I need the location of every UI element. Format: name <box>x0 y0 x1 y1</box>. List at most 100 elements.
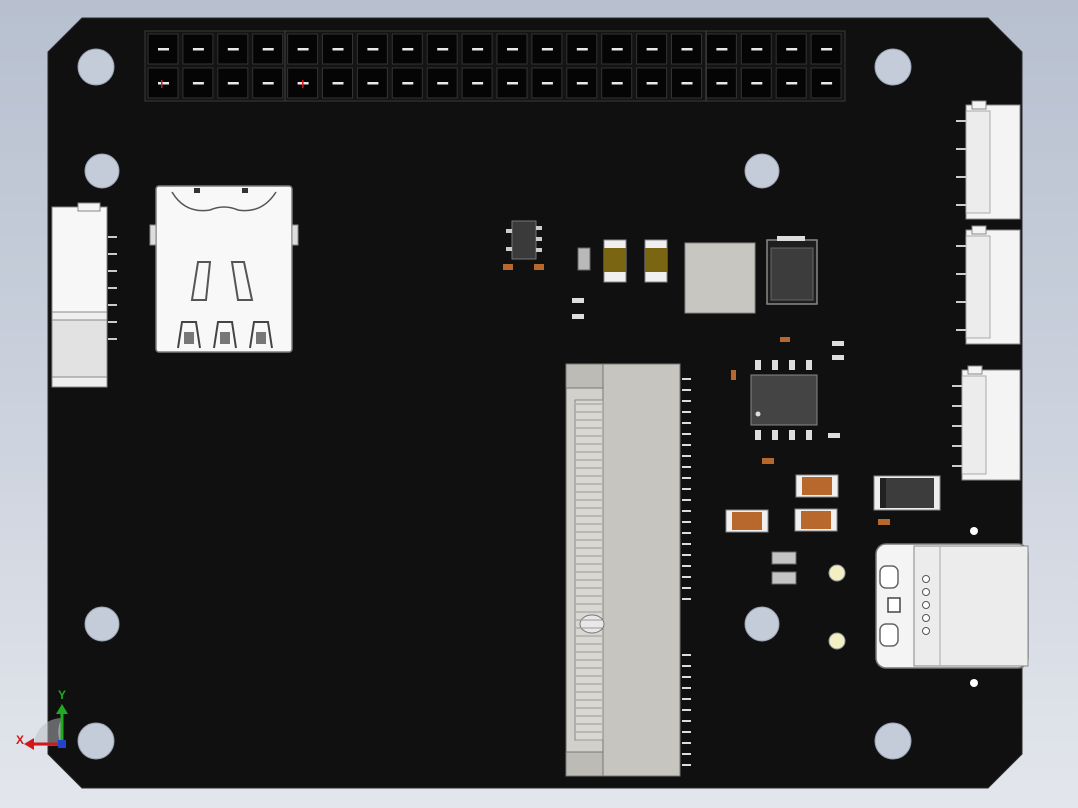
gpio-pin <box>821 48 833 51</box>
chip-pin <box>772 430 778 440</box>
side-connector-left <box>51 202 117 388</box>
gpio-pin <box>437 82 449 85</box>
mounting-hole <box>744 606 780 642</box>
usb-c-contact <box>922 601 930 609</box>
passive-components <box>572 236 844 360</box>
jst-pin <box>956 329 966 331</box>
sim-card-slot <box>149 185 299 353</box>
mpcie-pin <box>682 411 691 413</box>
mpcie-pin <box>682 742 691 744</box>
z-axis-marker <box>58 740 66 748</box>
mpcie-pin <box>682 731 691 733</box>
gpio-pin <box>646 48 658 51</box>
gpio-pin <box>716 48 728 51</box>
mounting-hole <box>77 722 115 760</box>
pcb-board <box>47 17 1023 789</box>
mpcie-pin <box>682 654 691 656</box>
chip-pin <box>755 360 761 370</box>
gpio-pin <box>332 48 344 51</box>
coordinate-triad <box>24 704 68 750</box>
mpcie-pin <box>682 378 691 380</box>
mounting-hole <box>84 606 120 642</box>
usb-type-c-port <box>875 527 1029 687</box>
sim-finger <box>177 321 201 349</box>
gpio-pin <box>262 48 274 51</box>
connector-pin <box>108 270 117 272</box>
gpio-pin <box>611 82 623 85</box>
mpcie-pin <box>682 433 691 435</box>
gpio-pin <box>192 48 204 51</box>
gpio-pin <box>716 82 728 85</box>
gpio-pin-socket <box>391 33 423 65</box>
mpcie-pin <box>682 521 691 523</box>
jst-connector-lip <box>965 110 991 214</box>
gpio-header <box>144 30 846 102</box>
usb-c-contact <box>922 614 930 622</box>
mpcie-pin <box>682 499 691 501</box>
jst-connector-latch <box>967 365 983 375</box>
usb-c-contact <box>922 575 930 583</box>
connector-pin <box>108 253 117 255</box>
mpcie-contacts <box>576 378 691 766</box>
gpio-pin <box>472 48 484 51</box>
mpcie-pin <box>682 488 691 490</box>
mounting-holes <box>77 48 912 760</box>
gpio-pin-socket <box>810 33 842 65</box>
x-axis-label: X <box>16 733 25 747</box>
gpio-pin-socket <box>217 67 249 99</box>
gpio-pin <box>507 48 518 51</box>
gpio-pin-socket <box>566 33 598 65</box>
chip-pin <box>772 360 778 370</box>
mpcie-pin <box>682 422 691 424</box>
gpio-pin <box>437 48 449 51</box>
gpio-pin <box>681 82 693 85</box>
usb-c-contact <box>922 627 930 635</box>
gpio-pin <box>262 82 274 85</box>
gpio-pin <box>541 82 553 85</box>
gpio-pin <box>367 82 379 85</box>
sot-chip <box>503 220 544 270</box>
jst-pin <box>952 425 962 427</box>
mounting-hole <box>77 48 115 86</box>
jst-pin <box>956 120 966 122</box>
gpio-pin <box>367 48 379 51</box>
mpcie-pin <box>682 510 691 512</box>
connector-pin <box>108 321 117 323</box>
usb-c-contact <box>922 588 930 596</box>
mpcie-pin <box>682 687 691 689</box>
mounting-hole <box>84 153 120 189</box>
jst-connector-lip <box>961 375 987 475</box>
mpcie-pin <box>682 576 691 578</box>
jst-pin <box>956 301 966 303</box>
gpio-pin <box>507 82 518 85</box>
gpio-pin <box>541 48 553 51</box>
gpio-pin <box>751 48 763 51</box>
gpio-pin <box>576 82 588 85</box>
mpcie-pin <box>682 532 691 534</box>
usb-c-pins <box>922 575 930 635</box>
mpcie-pin <box>682 709 691 711</box>
gpio-header-body <box>144 30 846 102</box>
gpio-pin <box>402 82 414 85</box>
gpio-pin <box>158 82 169 85</box>
mpcie-pin <box>682 554 691 556</box>
mounting-hole <box>744 153 780 189</box>
mpcie-pin <box>682 587 691 589</box>
gpio-pin <box>402 48 414 51</box>
smd-diode <box>873 475 941 525</box>
jst-connector-latch <box>971 225 987 235</box>
gpio-pin <box>227 48 239 51</box>
connector-pins <box>108 236 117 340</box>
jst-pin <box>952 465 962 467</box>
gpio-pin <box>646 82 658 85</box>
jst-pin <box>956 245 966 247</box>
mpcie-pin <box>682 455 691 457</box>
mounting-hole <box>874 722 912 760</box>
y-axis-arrow <box>56 704 68 714</box>
mpcie-slot <box>565 363 691 777</box>
jst-pin <box>956 176 966 178</box>
gpio-pin <box>158 48 169 51</box>
mpcie-pin <box>682 389 691 391</box>
gpio-pin <box>681 48 693 51</box>
mpcie-pin <box>682 444 691 446</box>
